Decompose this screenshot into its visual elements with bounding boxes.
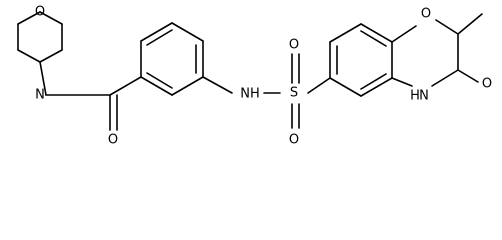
sulfonamide-nh-label: NH [240, 87, 260, 102]
atom-labels: O N O NH S O O O H N O [35, 5, 492, 148]
lactam-nitrogen-label: N [419, 89, 429, 104]
morpholine-nitrogen-label: N [35, 88, 45, 103]
sulfonyl-oxygen-bottom-label: O [289, 133, 299, 148]
sulfonyl-oxygen-top-label: O [289, 38, 299, 53]
lactam-hydrogen-label: H [410, 89, 420, 104]
carbonyl-oxygen-label: O [108, 133, 118, 148]
lactam-oxygen-label: O [482, 77, 492, 92]
morpholine-oxygen-label: O [35, 5, 45, 20]
bond-lines [17, 11, 483, 131]
ring-oxygen-label: O [421, 7, 431, 22]
sulfonyl-sulfur-label: S [290, 86, 298, 101]
molecule-structure: O N O NH S O O O H N O [17, 5, 492, 148]
